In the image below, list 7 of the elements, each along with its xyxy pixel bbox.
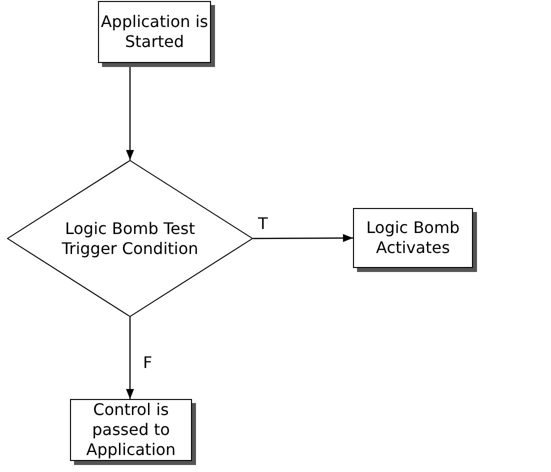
arrow [126,317,134,399]
node-label: Control is passed to Application [85,400,177,460]
node-label: Application is Started [100,12,210,52]
arrow [253,234,353,242]
node-label: Logic Bomb Activates [365,218,461,258]
node-label: Logic Bomb Test Trigger Condition [60,218,200,258]
decision-diamond [7,160,253,317]
